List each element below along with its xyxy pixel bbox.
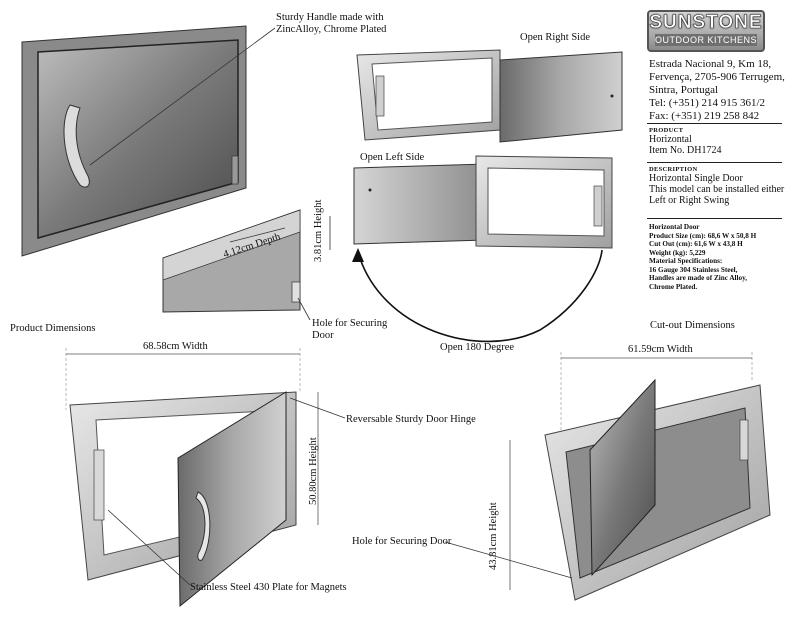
hinge-callout: Reversable Sturdy Door Hinge [346, 414, 476, 425]
height-4381-label: 43.81cm Height [488, 502, 499, 570]
open-180-arc [357, 249, 603, 343]
divider [647, 162, 782, 163]
logo-subtitle: OUTDOOR KITCHENS [655, 34, 758, 46]
height-5080-label: 50.80cm Height [308, 437, 319, 505]
open-left-view [353, 155, 613, 249]
arc-arrow-head [352, 248, 364, 262]
specs-material-3: Chrome Plated. [649, 282, 698, 291]
specs-material-title: Material Specifications: [649, 257, 723, 265]
company-address: Estrada Nacional 9, Km 18, Fervença, 270… [649, 58, 785, 123]
divider [647, 123, 782, 124]
description-heading: DESCRIPTION [649, 166, 698, 173]
width-6159-label: 61.59cm Width [628, 344, 693, 355]
product-heading: PRODUCT [649, 127, 684, 134]
magnet-plate-callout: Stainless Steel 430 Plate for Magnets [190, 582, 347, 593]
sunstone-logo: SUNSTONE OUTDOOR KITCHENS [647, 10, 765, 52]
cutout-dimensions-view [509, 352, 771, 601]
height-381-label: 3.81cm Height [313, 199, 324, 262]
hole-securing-line-2: Door [312, 330, 334, 341]
width-6858-label: 68.58cm Width [143, 341, 208, 352]
address-line-3: Sintra, Portugal [649, 84, 719, 96]
specs-section: Horizontal Door Product Size (cm): 68,6 … [649, 223, 756, 291]
specs-weight: Weight (kg): 5,229 [649, 248, 706, 257]
logo-brand: SUNSTONE [649, 12, 763, 34]
description-line-1: This model can be installed either [649, 184, 785, 195]
product-dimensions-view [65, 348, 319, 608]
handle-callout: Sturdy Handle made with ZincAlloy, Chrom… [276, 12, 386, 36]
fax: Fax: (+351) 219 258 842 [649, 110, 760, 122]
specs-material-2: Handles are made of Zinc Alloy, [649, 274, 748, 282]
product-type: Horizontal [649, 134, 692, 145]
cutout-dimensions-title: Cut-out Dimensions [650, 320, 735, 331]
specs-cutout: Cut Out (cm): 61,6 W x 43,8 H [649, 240, 743, 248]
handle-callout-line-2: ZincAlloy, Chrome Plated [276, 24, 387, 35]
specs-title: Horizontal Door [649, 223, 700, 231]
product-section: PRODUCT Horizontal Item No. DH1724 [649, 127, 722, 156]
open-left-label: Open Left Side [360, 152, 425, 163]
handle-callout-line-1: Sturdy Handle made with [276, 12, 384, 23]
depth-detail-view [162, 209, 331, 313]
hole-securing-line-1: Hole for Securing [312, 318, 388, 329]
description-section: DESCRIPTION Horizontal Single Door This … [649, 166, 784, 206]
door-perspective-view [21, 25, 247, 257]
address-line-2: Fervença, 2705-906 Terrugem, [649, 71, 785, 83]
open-180-label: Open 180 Degree [440, 342, 515, 353]
address-line-1: Estrada Nacional 9, Km 18, [649, 58, 772, 70]
hole-securing-door-callout: Hole for Securing Door [352, 536, 452, 547]
divider [647, 218, 782, 219]
description-line-2: Left or Right Swing [649, 195, 730, 206]
description-title: Horizontal Single Door [649, 173, 743, 184]
open-right-label: Open Right Side [520, 32, 590, 43]
handle-leader [89, 27, 276, 166]
telephone: Tel: (+351) 214 915 361/2 [649, 97, 766, 109]
product-item-number: Item No. DH1724 [649, 145, 722, 156]
product-dimensions-title: Product Dimensions [10, 323, 96, 334]
specs-size: Product Size (cm): 68,6 W x 50,8 H [649, 231, 757, 240]
specs-material-1: 16 Gauge 304 Stainless Steel, [649, 265, 738, 274]
open-right-view [356, 49, 623, 143]
hole-securing-callout: Hole for Securing Door [312, 318, 387, 342]
